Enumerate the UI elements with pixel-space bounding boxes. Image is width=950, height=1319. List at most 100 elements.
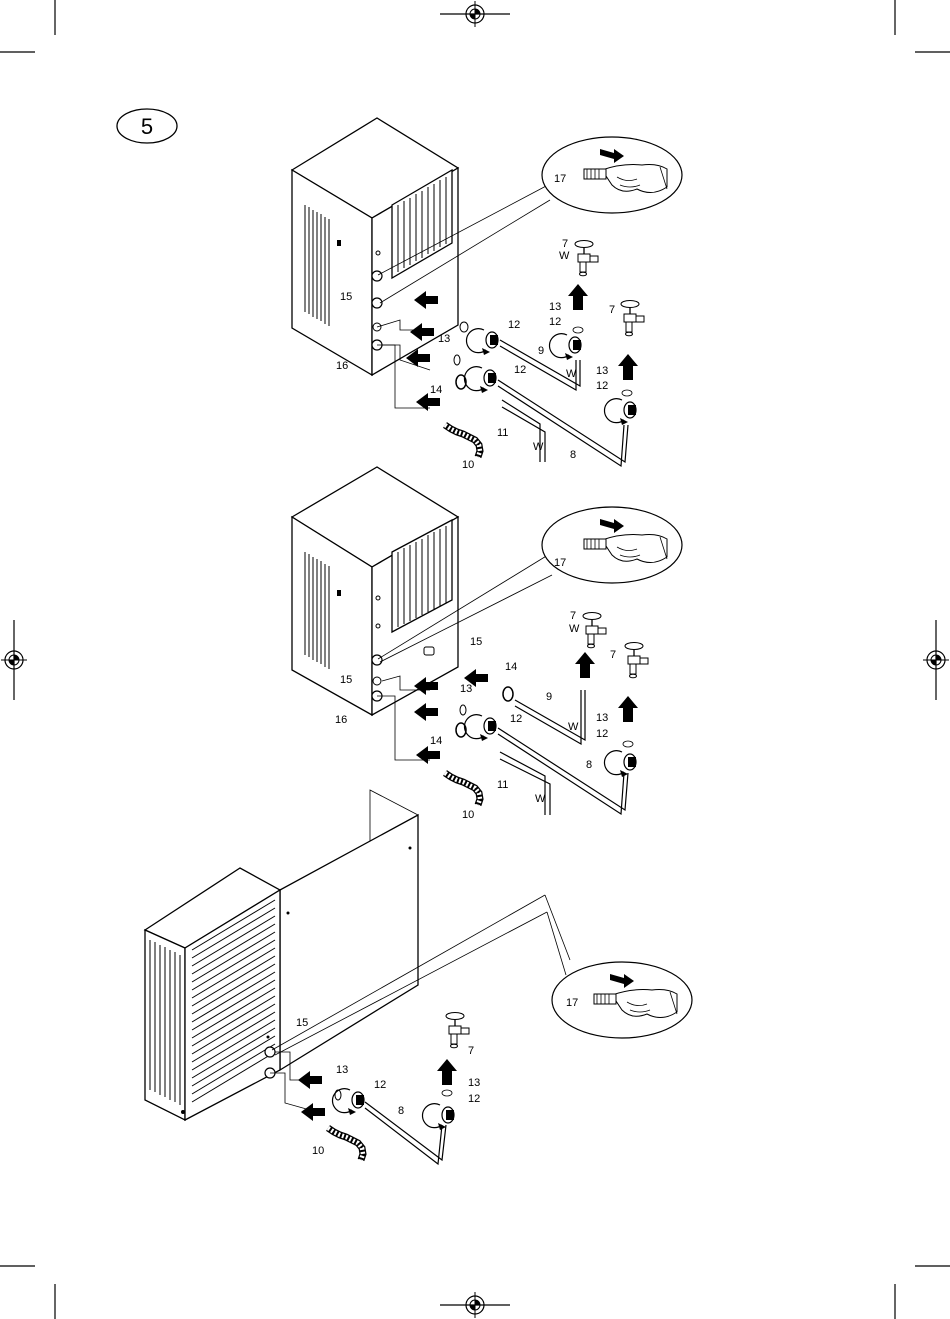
- water-tap-icon: [621, 301, 644, 336]
- flow-arrow-icon: [568, 284, 588, 310]
- callout-number: 13: [460, 683, 472, 695]
- callout-number: 7: [610, 649, 616, 661]
- ice-maker-unit: [292, 118, 458, 375]
- inlet-nut: [464, 715, 496, 741]
- water-inlet-fitting: [265, 1047, 275, 1057]
- flow-arrow-icon: [416, 746, 440, 764]
- callout-number: 7: [468, 1045, 474, 1057]
- callout-number: 17: [554, 557, 566, 569]
- callout-number: 12: [514, 364, 526, 376]
- callout-number: 15: [340, 291, 352, 303]
- flow-arrow-icon: [575, 652, 595, 678]
- drain-hose-icon: [445, 425, 480, 457]
- callout-number: 10: [462, 809, 474, 821]
- callout-number: 14: [430, 735, 442, 747]
- drain-hose-icon: [328, 1128, 363, 1160]
- seal-ring: [460, 705, 466, 715]
- callout-number: 8: [398, 1105, 404, 1117]
- callout-number: 16: [335, 714, 347, 726]
- callout-number: 10: [462, 459, 474, 471]
- panel-bottom: 17 15 7 13 12 13 12 8 10: [145, 790, 692, 1164]
- flow-arrow-icon: [301, 1103, 325, 1121]
- ice-maker-unit: [145, 790, 418, 1120]
- side-grille: [305, 205, 329, 326]
- panel-middle: 17 7 W 15 7 14 15 13 9 12 16 13 W 12 14 …: [292, 467, 682, 821]
- callout-number: W: [535, 793, 546, 805]
- callout-number: W: [533, 441, 544, 453]
- callout-number: 12: [596, 380, 608, 392]
- callout-number: 9: [538, 345, 544, 357]
- flow-arrow-icon: [414, 703, 438, 721]
- callout-number: 8: [586, 759, 592, 771]
- tap-nut: [422, 1104, 454, 1130]
- water-inlet-fitting: [372, 655, 382, 665]
- callout-number: W: [559, 250, 570, 262]
- callout-number: 7: [609, 304, 615, 316]
- callout-number: 8: [570, 449, 576, 461]
- inlet-nut: [466, 329, 498, 355]
- callout-number: 13: [596, 365, 608, 377]
- callout-number: 11: [497, 779, 508, 791]
- seal-ring: [460, 322, 468, 332]
- callout-number: 10: [312, 1145, 324, 1157]
- figure-number: 5: [141, 114, 153, 139]
- water-inlet-fitting: [372, 271, 382, 281]
- callout-number: 7: [570, 610, 576, 622]
- ice-maker-unit: [292, 467, 458, 715]
- callout-number: 13: [438, 333, 450, 345]
- water-tap-icon: [583, 613, 606, 648]
- plug-cap: [424, 647, 434, 655]
- figure-number-badge: 5: [117, 109, 177, 143]
- callout-number: 17: [554, 173, 566, 185]
- wrench-hand-icon: [542, 507, 682, 583]
- callout-number: 14: [430, 384, 442, 396]
- callout-number: 12: [596, 728, 608, 740]
- supply-hose-8: [498, 380, 628, 466]
- callout-number: 16: [336, 360, 348, 372]
- flow-arrow-icon: [618, 354, 638, 380]
- tap-nut: [604, 751, 636, 777]
- side-grille: [150, 940, 180, 1105]
- water-tap-icon: [625, 643, 648, 678]
- callout-number: 11: [497, 427, 508, 439]
- panel-top: 17 15 16 7 W 13 12 7 13 12 9 12 W 13 12 …: [292, 118, 682, 471]
- callout-number: 14: [505, 661, 517, 673]
- callout-number: 12: [468, 1093, 480, 1105]
- callout-number: 12: [508, 319, 520, 331]
- side-grille: [305, 552, 329, 669]
- callout-number: 13: [549, 301, 561, 313]
- callout-number: 15: [340, 674, 352, 686]
- flow-arrow-icon: [437, 1059, 457, 1085]
- callout-number: 13: [336, 1064, 348, 1076]
- callout-number: 12: [374, 1079, 386, 1091]
- seal-ring: [573, 327, 583, 333]
- tap-nut: [549, 334, 581, 360]
- callout-number: 17: [566, 997, 578, 1009]
- supply-hose-8: [365, 1102, 446, 1164]
- filter-washer: [503, 687, 513, 701]
- tap-nut: [604, 399, 636, 425]
- seal-ring: [454, 355, 460, 365]
- drain-hose-icon: [445, 773, 480, 805]
- callout-number: 13: [596, 712, 608, 724]
- callout-number: 15: [470, 636, 482, 648]
- callout-number: 13: [468, 1077, 480, 1089]
- water-tap-icon: [446, 1013, 469, 1048]
- callout-number: W: [568, 721, 579, 733]
- callout-number: 12: [510, 713, 522, 725]
- callout-number: 9: [546, 691, 552, 703]
- callout-number: 12: [549, 316, 561, 328]
- flow-arrow-icon: [618, 696, 638, 722]
- seal-ring: [442, 1090, 452, 1096]
- callout-number: W: [569, 623, 580, 635]
- callout-number: 7: [562, 238, 568, 250]
- water-tap-icon: [575, 241, 598, 276]
- seal-ring: [622, 390, 632, 396]
- callout-number: 15: [296, 1017, 308, 1029]
- flow-arrow-icon: [298, 1071, 322, 1089]
- callout-number: W: [566, 368, 577, 380]
- seal-ring: [623, 741, 633, 747]
- inlet-nut: [464, 367, 496, 393]
